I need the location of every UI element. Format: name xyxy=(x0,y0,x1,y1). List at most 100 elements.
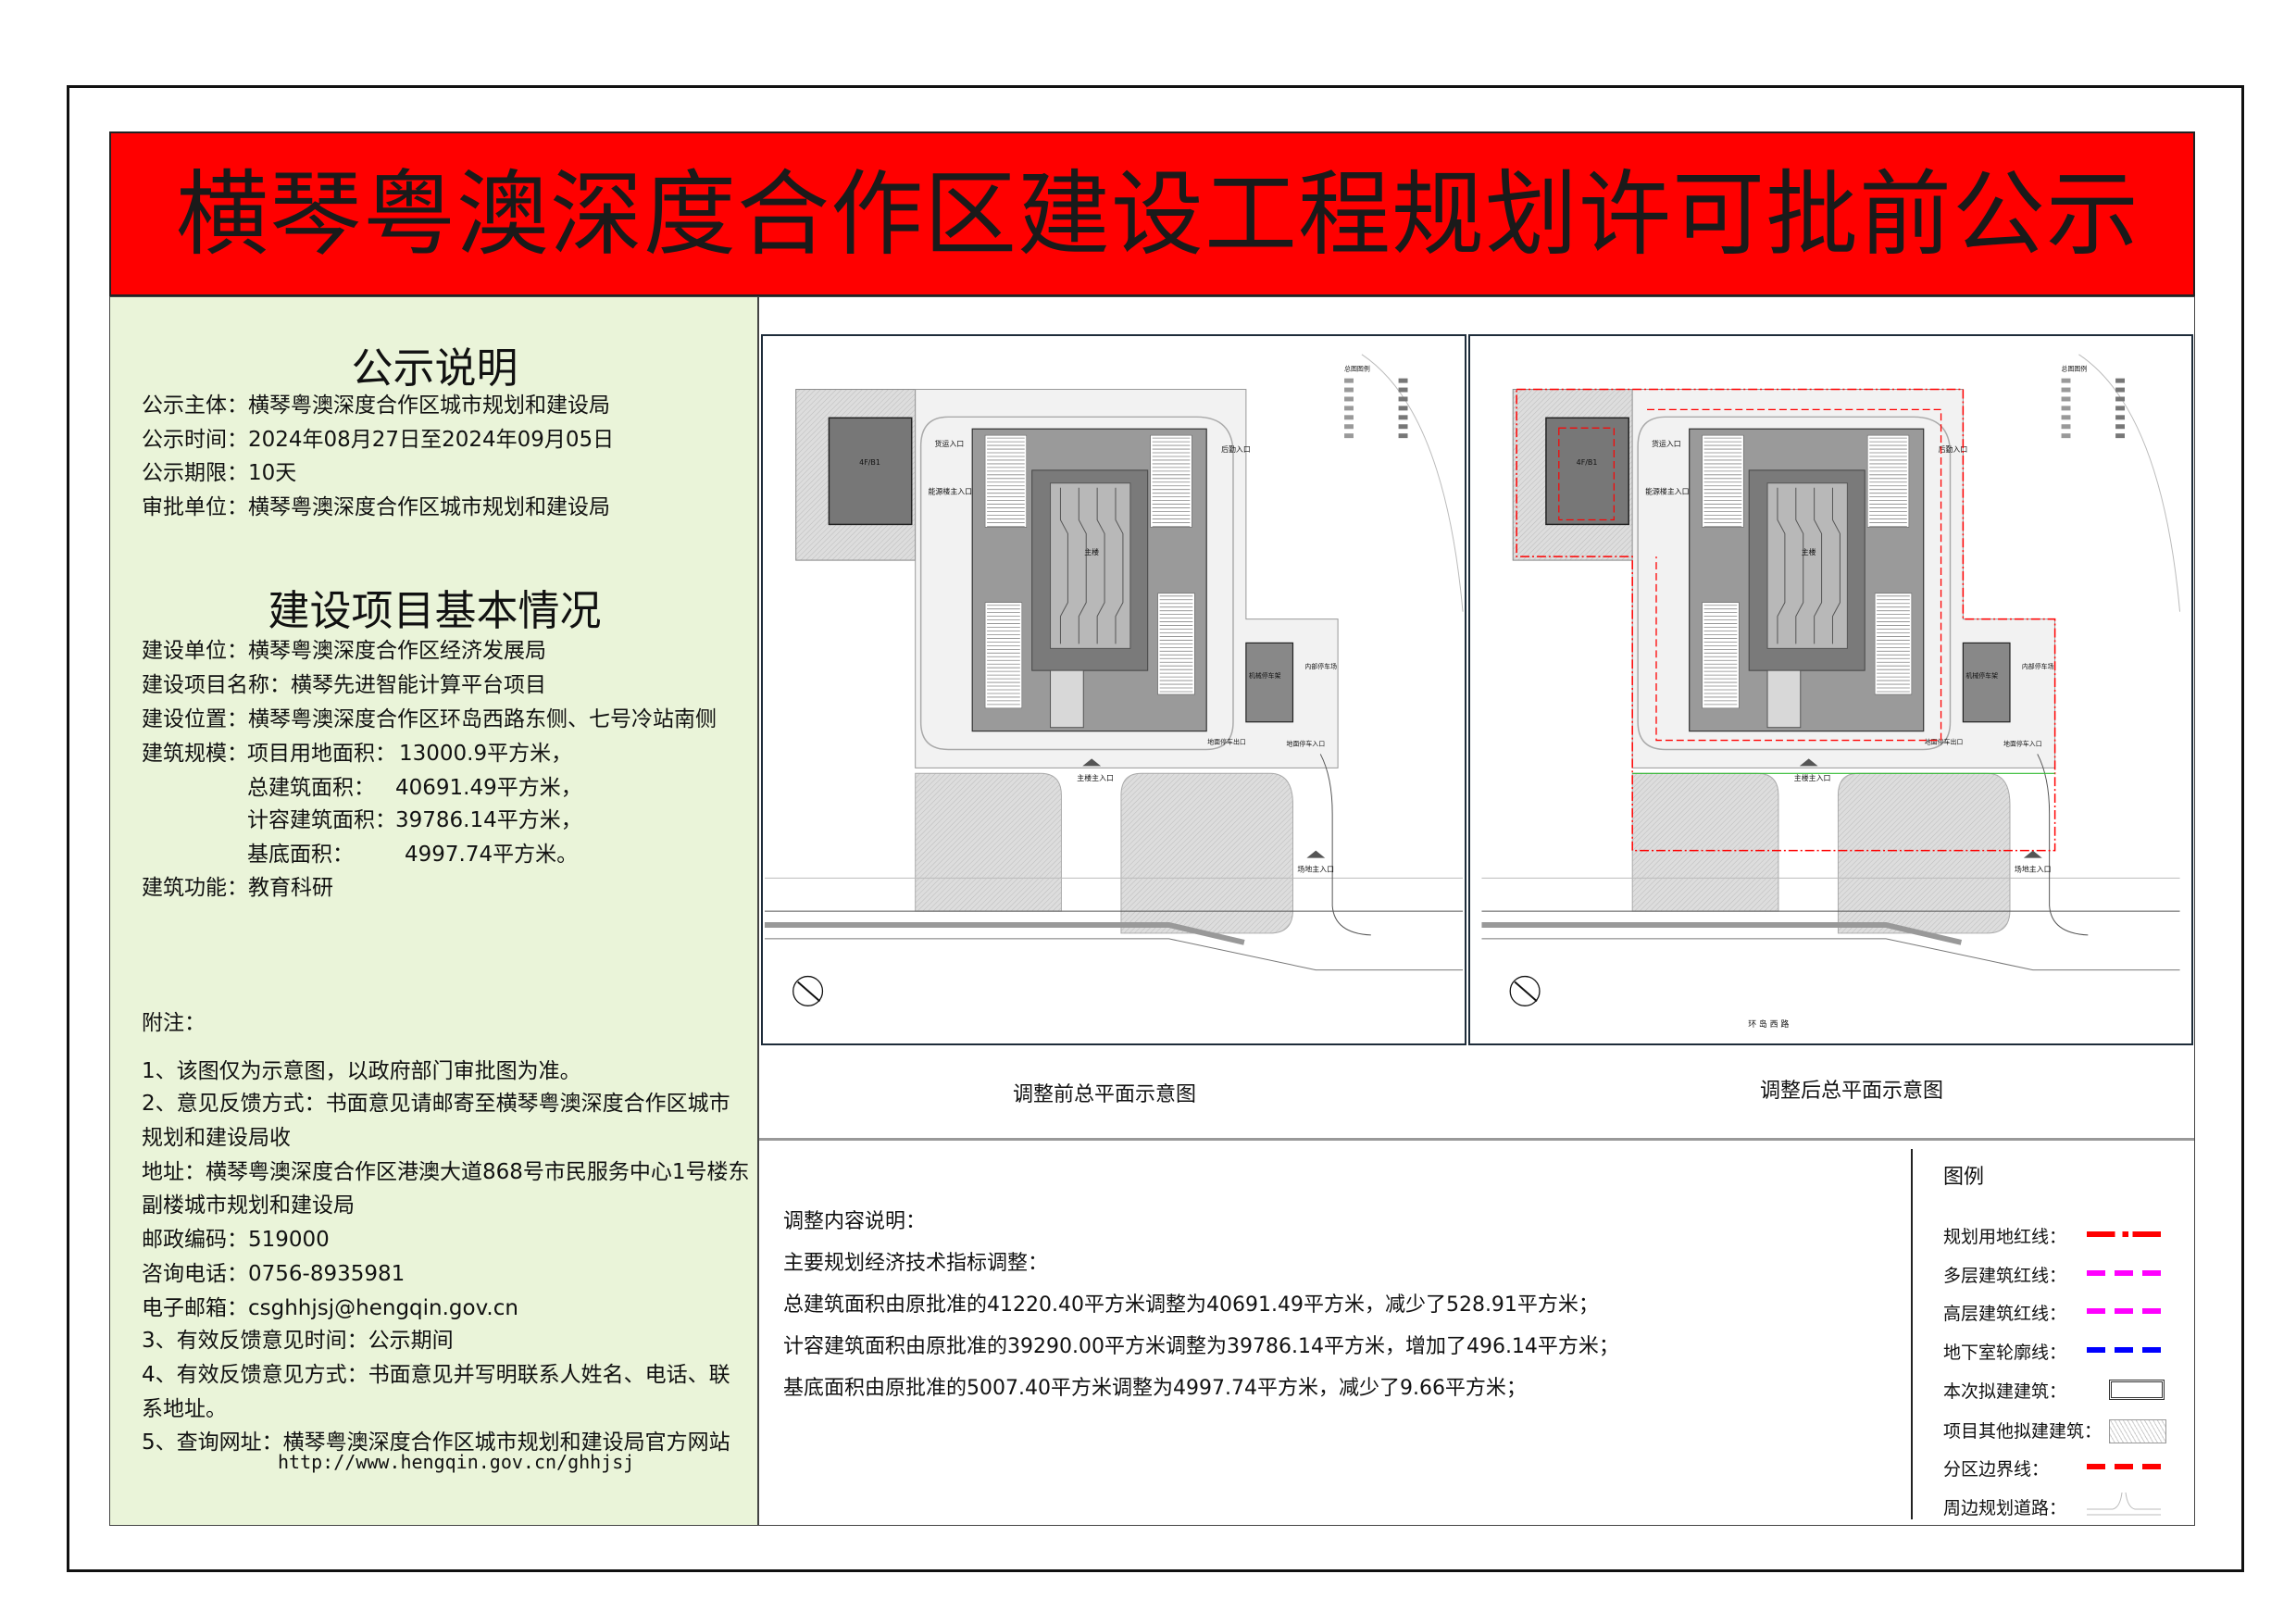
plaza-west xyxy=(915,772,1062,912)
project-name: 建设项目名称：横琴先进智能计算平台项目 xyxy=(142,673,546,697)
energy-building-label: 4F/B1 xyxy=(859,458,880,467)
caption-before: 调整前总平面示意图 xyxy=(1013,1083,1197,1106)
fire-lane xyxy=(1637,416,1952,751)
legend-title: 图例 xyxy=(1943,1166,1985,1189)
project-heading: 建设项目基本情况 xyxy=(268,586,602,635)
scale-label: 建筑规模： xyxy=(142,742,248,766)
road-edge xyxy=(764,938,1464,971)
roof-stripe-panel xyxy=(984,602,1023,709)
page-title: 横琴粤澳深度合作区建设工程规划许可批前公示 xyxy=(176,160,2140,269)
legend-symbol-dashed xyxy=(2087,1270,2161,1276)
adjustment-line: 计容建筑面积由原批准的39290.00平方米调整为39786.14平方米，增加了… xyxy=(783,1335,1619,1358)
energy-entrance-label: 能源楼主入口 xyxy=(1645,487,1690,496)
legend-symbol-dash-dot xyxy=(2087,1231,2161,1237)
note-line: 2、意见反馈方式：书面意见请邮寄至横琴粤澳深度合作区城市 xyxy=(142,1092,730,1116)
plan-legend-swatch xyxy=(1344,396,1354,402)
legend-label: 多层建筑红线： xyxy=(1943,1266,2067,1286)
legend-label: 高层建筑红线： xyxy=(1943,1304,2067,1324)
project-function: 建筑功能：教育科研 xyxy=(142,876,333,900)
scale-label-base: 基底面积： xyxy=(247,843,354,867)
energy-building xyxy=(828,417,913,526)
plaza-east xyxy=(1120,772,1293,934)
internal-parking-label: 内部停车场 xyxy=(1304,662,1337,670)
plan-legend-swatch xyxy=(2061,387,2071,393)
caption-after: 调整后总平面示意图 xyxy=(1760,1080,1944,1103)
site-plan-before-svg: 4F/B1主楼机械停车架主楼主入口货运入口能源楼主入口后勤入口内部停车场地面停车… xyxy=(764,354,1464,1006)
scale-value-total: 40691.49平方米， xyxy=(395,776,582,800)
notice-line: 公示时间：2024年08月27日至2024年09月05日 xyxy=(142,428,615,452)
road-name-label: 环 岛 西 路 xyxy=(1748,1018,1789,1030)
plan-legend-swatch xyxy=(1398,378,1408,383)
plan-legend-swatch xyxy=(1398,424,1408,430)
parking-building xyxy=(1245,642,1294,723)
legend-label: 本次拟建建筑： xyxy=(1943,1381,2067,1402)
site-access-road xyxy=(1319,754,1371,936)
legend-symbol-dashed xyxy=(2087,1347,2161,1353)
north-arrow-icon xyxy=(1509,975,1541,1006)
legend-label: 分区边界线： xyxy=(1943,1459,2050,1480)
scale-label-far: 计容建筑面积： xyxy=(247,808,396,832)
main-lobby xyxy=(1050,669,1084,729)
road-band xyxy=(764,922,1245,945)
note-line: 电子邮箱：csghhjsj@hengqin.gov.cn xyxy=(142,1296,518,1320)
website-link[interactable]: http://www.hengqin.gov.cn/ghhjsj xyxy=(278,1451,635,1473)
parking-entry-label: 地面停车入口 xyxy=(2003,740,2042,748)
adjustment-heading: 调整内容说明： xyxy=(783,1210,927,1233)
main-lobby xyxy=(1766,669,1802,729)
plan-legend-swatch xyxy=(1344,415,1354,420)
note-line: 3、有效反馈意见时间：公示期间 xyxy=(142,1329,454,1353)
plan-legend-swatch xyxy=(2061,378,2071,383)
site-entrance-label: 场地主入口 xyxy=(2015,864,2052,873)
notice-heading: 公示说明 xyxy=(351,344,518,393)
plan-legend-swatch xyxy=(2115,415,2126,420)
road-band xyxy=(1481,922,1963,945)
zone-boundary-line xyxy=(1647,408,1942,742)
notice-line: 公示期限：10天 xyxy=(142,461,297,485)
project-unit: 建设单位：横琴粤澳深度合作区经济发展局 xyxy=(142,639,546,663)
note-line: 邮政编码：519000 xyxy=(142,1228,330,1252)
legend-symbol-box xyxy=(2109,1380,2165,1400)
plan-legend-swatch xyxy=(1398,433,1408,439)
scale-value-base: 4997.74平方米。 xyxy=(405,843,579,867)
main-entrance-arrow xyxy=(1082,758,1102,767)
adjustment-line: 基底面积由原批准的5007.40平方米调整为4997.74平方米，减少了9.66… xyxy=(783,1377,1527,1400)
plan-legend-swatch xyxy=(1398,406,1408,411)
main-entrance-arrow xyxy=(1799,758,1818,767)
note-line: 副楼城市规划和建设局 xyxy=(142,1193,355,1218)
plan-legend-title: 总图图例 xyxy=(2062,365,2088,373)
building-red-line xyxy=(1558,427,1615,521)
note-line: 4、有效反馈意见方式：书面意见并写明联系人姓名、电话、联 xyxy=(142,1363,730,1387)
legend-label: 周边规划道路： xyxy=(1943,1498,2067,1518)
parking-building-label: 机械停车架 xyxy=(1965,671,1998,680)
header-banner: 横琴粤澳深度合作区建设工程规划许可批前公示 xyxy=(109,131,2195,296)
main-entrance-label: 主楼主入口 xyxy=(1077,773,1114,782)
project-location: 建设位置：横琴粤澳深度合作区环岛西路东侧、七号冷站南侧 xyxy=(142,707,717,731)
parking-entry-label: 地面停车入口 xyxy=(1287,740,1326,748)
north-arrow-icon xyxy=(792,975,824,1006)
scale-value-far: 39786.14平方米， xyxy=(395,808,582,832)
notice-panel: 公示说明 公示主体：横琴粤澳深度合作区城市规划和建设局 公示时间：2024年08… xyxy=(109,296,758,1526)
plan-legend-swatch xyxy=(1398,387,1408,393)
main-building-label: 主楼 xyxy=(1802,547,1816,556)
planning-red-line xyxy=(1516,388,2056,852)
page-border xyxy=(67,85,2244,1572)
atrium-line xyxy=(1777,487,1786,644)
plan-legend-swatch xyxy=(2115,424,2126,430)
atrium-line xyxy=(1059,487,1068,644)
notice-line: 公示主体：横琴粤澳深度合作区城市规划和建设局 xyxy=(142,394,610,418)
roundabout-arc xyxy=(2078,354,2181,612)
atrium-line xyxy=(1115,487,1124,644)
plan-legend-swatch xyxy=(1398,396,1408,402)
energy-building-label: 4F/B1 xyxy=(1577,458,1598,467)
plaza-west xyxy=(1631,772,1779,912)
internal-parking-label: 内部停车场 xyxy=(2022,662,2054,670)
fire-lane xyxy=(919,416,1234,751)
roundabout-arc xyxy=(1361,354,1464,612)
parking-exit-label: 地面停车出口 xyxy=(1207,738,1246,746)
legend-label: 规划用地红线： xyxy=(1943,1227,2067,1247)
notes-heading: 附注： xyxy=(142,1011,206,1035)
legend-symbol-road xyxy=(2087,1491,2161,1517)
plan-legend-swatch xyxy=(2115,433,2126,439)
adjustment-subheading: 主要规划经济技术指标调整： xyxy=(783,1252,1049,1275)
